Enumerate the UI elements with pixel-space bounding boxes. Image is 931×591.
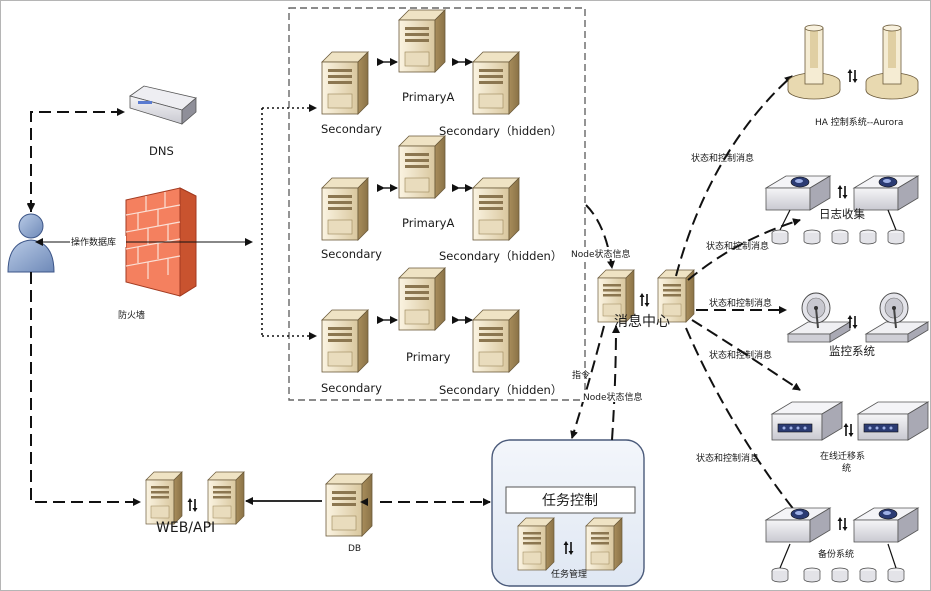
- primary-label-3: Primary: [406, 350, 451, 364]
- monitor-system: 监控系统: [787, 292, 929, 358]
- log-disk-1: [771, 229, 789, 245]
- node-status-label-top: Node状态信息: [571, 248, 631, 260]
- db-server-icon: [325, 473, 373, 537]
- edge-label-ha: 状态和控制消息: [691, 152, 754, 164]
- log-disk-3: [831, 229, 849, 245]
- backup-disk-3: [831, 567, 849, 583]
- backup-device-2: [853, 507, 919, 543]
- replica-set-container: [288, 7, 586, 401]
- routing-bracket: [261, 104, 317, 340]
- backup-disk-2: [803, 567, 821, 583]
- secondary-label-1: Secondary: [321, 122, 382, 136]
- ha-label: HA 控制系统--Aurora: [815, 116, 903, 128]
- backup-system: 备份系统: [765, 507, 919, 583]
- backup-disk-4: [859, 567, 877, 583]
- web-api-label: WEB/API: [156, 520, 215, 536]
- message-center-label: 消息中心: [614, 313, 670, 330]
- log-device-1: [765, 175, 831, 211]
- user-icon: [7, 213, 55, 273]
- hidden-label-2: Secondary（hidden）: [439, 249, 562, 263]
- primary-server-2: [398, 135, 446, 199]
- user-action-label: 操作数据库: [71, 236, 116, 248]
- node-status-label-bottom: Node状态信息: [583, 391, 643, 403]
- web-server-2: [207, 471, 245, 525]
- migration-label-line2: 统: [842, 462, 851, 474]
- replica-set-1: PrimaryA Secondary Secondary（hidden）: [321, 9, 562, 138]
- web-api-servers: WEB/API: [145, 471, 245, 536]
- web-sync-arrows: [186, 497, 199, 513]
- primary-label-1: PrimaryA: [402, 90, 454, 104]
- message-links: [675, 75, 803, 521]
- monitor-dish-2: [865, 292, 929, 343]
- dns-server-icon: [129, 85, 197, 125]
- backup-label: 备份系统: [818, 548, 854, 560]
- edge-label-log: 状态和控制消息: [706, 240, 769, 252]
- migration-device-1: [771, 401, 843, 441]
- backup-disk-1: [771, 567, 789, 583]
- backup-device-1: [765, 507, 831, 543]
- secondary-label-3: Secondary: [321, 381, 382, 395]
- log-disk-4: [859, 229, 877, 245]
- primary-label-2: PrimaryA: [402, 216, 454, 230]
- db-server: DB: [325, 473, 373, 554]
- task-server-1: [517, 517, 555, 571]
- hidden-label-1: Secondary（hidden）: [439, 124, 562, 138]
- message-center: 消息中心: [597, 269, 695, 330]
- log-collection-system: 日志收集: [765, 175, 919, 245]
- edge-label-backup: 状态和控制消息: [696, 452, 759, 464]
- edge-label-migration: 状态和控制消息: [709, 349, 772, 361]
- hidden-server-2: [472, 177, 520, 241]
- command-label: 指令: [572, 369, 590, 381]
- monitor-label: 监控系统: [829, 344, 875, 358]
- replica-set-2: PrimaryA Secondary Secondary（hidden）: [321, 135, 562, 263]
- ha-pillar-2: [865, 24, 919, 100]
- primary-server-1: [398, 9, 446, 73]
- backup-disk-5: [887, 567, 905, 583]
- task-control-label: 任务控制: [542, 493, 598, 509]
- ha-control-system: HA 控制系统--Aurora: [787, 24, 919, 128]
- monitor-dish-1: [787, 292, 851, 343]
- secondary-label-2: Secondary: [321, 247, 382, 261]
- ha-sync-arrows: [846, 68, 859, 84]
- db-label: DB: [348, 544, 361, 554]
- hidden-label-3: Secondary（hidden）: [439, 383, 562, 397]
- secondary-server-1: [321, 51, 369, 115]
- migration-system: 在线迁移系 统: [771, 401, 929, 474]
- log-label: 日志收集: [819, 207, 865, 221]
- replica-set-3: Primary Secondary Secondary（hidden）: [321, 267, 562, 397]
- migration-label-line1: 在线迁移系: [820, 450, 865, 462]
- message-sync-arrows: [638, 292, 651, 308]
- task-server-2: [585, 517, 623, 571]
- secondary-server-3: [321, 309, 369, 373]
- secondary-server-2: [321, 177, 369, 241]
- task-control-panel: 任务控制 任务管理: [491, 439, 645, 587]
- log-disk-2: [803, 229, 821, 245]
- log-device-2: [853, 175, 919, 211]
- migration-device-2: [857, 401, 929, 441]
- ha-pillar-1: [787, 24, 841, 100]
- task-management-label: 任务管理: [551, 568, 587, 580]
- hidden-server-1: [472, 51, 520, 115]
- web-server-1: [145, 471, 183, 525]
- hidden-server-3: [472, 309, 520, 373]
- migration-sync-arrows: [842, 422, 855, 438]
- primary-server-3: [398, 267, 446, 331]
- log-disk-5: [887, 229, 905, 245]
- dns-label: DNS: [149, 144, 174, 158]
- log-sync-arrows: [836, 184, 849, 200]
- backup-sync-arrows: [836, 516, 849, 532]
- edge-label-monitor: 状态和控制消息: [709, 297, 772, 309]
- firewall-label: 防火墙: [118, 309, 145, 321]
